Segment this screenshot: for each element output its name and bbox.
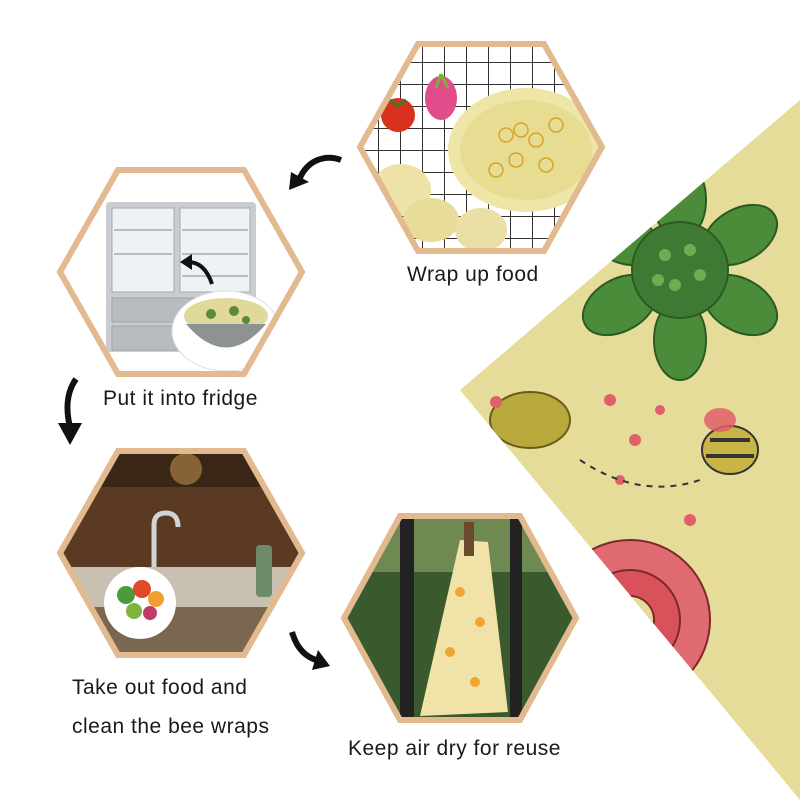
hex-fridge [56,167,306,377]
hex-kitchen [56,448,306,658]
caption-clean-line2: clean the bee wraps [72,715,270,738]
caption-clean-line1: Take out food and [72,676,248,699]
curved-arrow-icon [289,154,343,190]
curved-arrow-icon [58,377,82,445]
hex-wrap-food [356,41,606,254]
caption-air-dry: Keep air dry for reuse [348,737,561,760]
caption-wrap-food: Wrap up food [407,263,539,286]
curved-arrow-icon [289,631,330,670]
hex-air-dry [340,513,580,723]
beeswax-wrap-pattern [460,100,800,800]
caption-fridge: Put it into fridge [103,387,258,410]
